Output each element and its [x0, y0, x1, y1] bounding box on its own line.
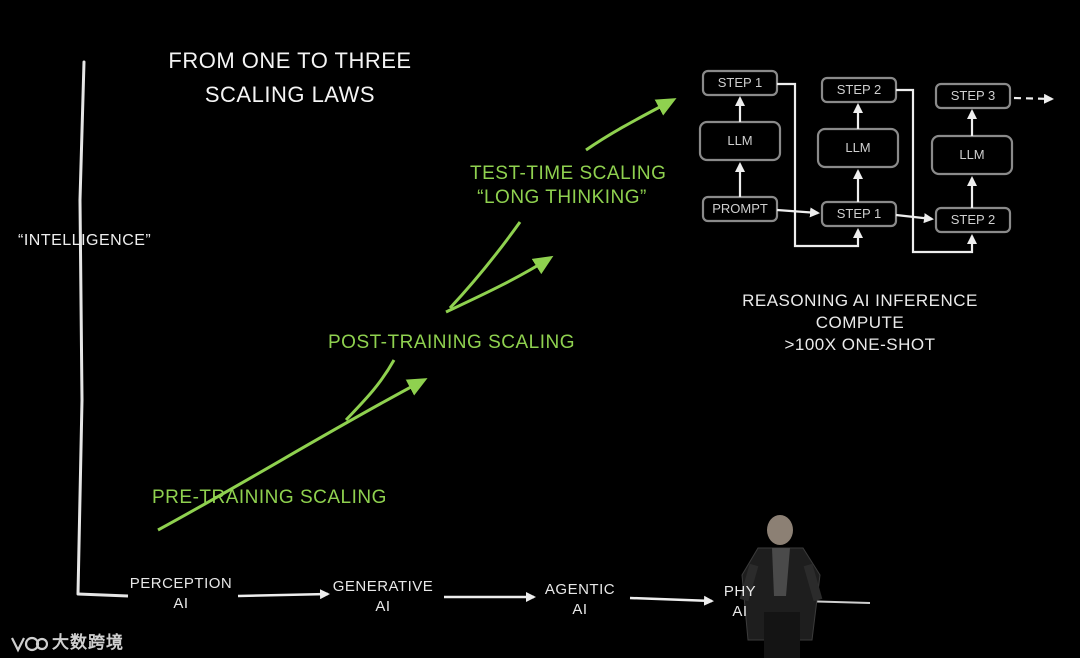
stage-label-line-1: AGENTIC	[544, 581, 616, 598]
y-axis-line	[76, 60, 86, 596]
watermark-logo-icon	[11, 636, 48, 652]
post-training-arrow	[445, 255, 554, 314]
llm-label-3: LLM	[959, 147, 985, 162]
test-time-label-line-2: “LONG THINKING”	[477, 187, 647, 208]
stage-generative-ai: GENERATIVE AI	[328, 577, 438, 617]
test-time-label: TEST-TIME SCALING “LONG THINKING”	[470, 162, 667, 210]
step3-output-label: STEP 3	[950, 88, 996, 103]
step1-input-label: STEP 1	[836, 206, 882, 221]
reasoning-caption-line-2: COMPUTE	[815, 313, 905, 332]
watermark: 大数跨境	[10, 628, 124, 654]
stage-label-line-2: AI	[732, 603, 748, 620]
post-training-branch	[344, 359, 396, 422]
x-axis-line	[77, 592, 129, 598]
title-line-2: SCALING LAWS	[204, 82, 376, 107]
step1-output-label: STEP 1	[717, 75, 763, 90]
reasoning-caption-line-3: >100X ONE-SHOT	[784, 335, 936, 354]
test-time-branch	[448, 221, 522, 310]
test-time-arrow	[585, 98, 677, 152]
prompt-label: PROMPT	[712, 201, 768, 216]
x-axis-arrow-1	[237, 589, 330, 600]
pre-training-label: PRE-TRAINING SCALING	[152, 487, 387, 508]
y-axis-label: “INTELLIGENCE”	[18, 232, 152, 249]
step3-output-box	[934, 82, 1012, 110]
presenter-figure	[739, 515, 823, 658]
post-training-label: POST-TRAINING SCALING	[328, 332, 575, 353]
reasoning-arrows	[735, 82, 1054, 254]
reasoning-diagram	[698, 69, 1014, 234]
llm-label-2: LLM	[845, 140, 871, 155]
title-line-1: FROM ONE TO THREE	[168, 48, 412, 73]
stage-label-line-2: AI	[173, 595, 189, 612]
diagram-title: FROM ONE TO THREE SCALING LAWS	[168, 44, 412, 112]
stage-label-line-2: AI	[375, 598, 391, 615]
stage-label-line-1: PHY	[723, 583, 757, 600]
stage-physical-ai: PHY AI	[712, 582, 768, 622]
step2-input-label: STEP 2	[950, 212, 996, 227]
x-axis-arrow-3	[629, 595, 714, 606]
reasoning-caption: REASONING AI INFERENCE COMPUTE >100X ONE…	[740, 290, 980, 356]
watermark-text: 大数跨境	[52, 633, 124, 652]
test-time-label-line-1: TEST-TIME SCALING	[470, 163, 667, 184]
llm-label-1: LLM	[727, 133, 753, 148]
stage-label-line-1: GENERATIVE	[332, 578, 434, 595]
step2-output-label: STEP 2	[836, 82, 882, 97]
stage-agentic-ai: AGENTIC AI	[532, 580, 628, 620]
stage-label-line-1: PERCEPTION	[129, 575, 233, 592]
pre-training-arrow	[157, 378, 428, 532]
stage-label-line-2: AI	[572, 601, 588, 618]
reasoning-caption-line-1: REASONING AI INFERENCE	[742, 291, 978, 310]
stage-perception-ai: PERCEPTION AI	[126, 574, 236, 614]
